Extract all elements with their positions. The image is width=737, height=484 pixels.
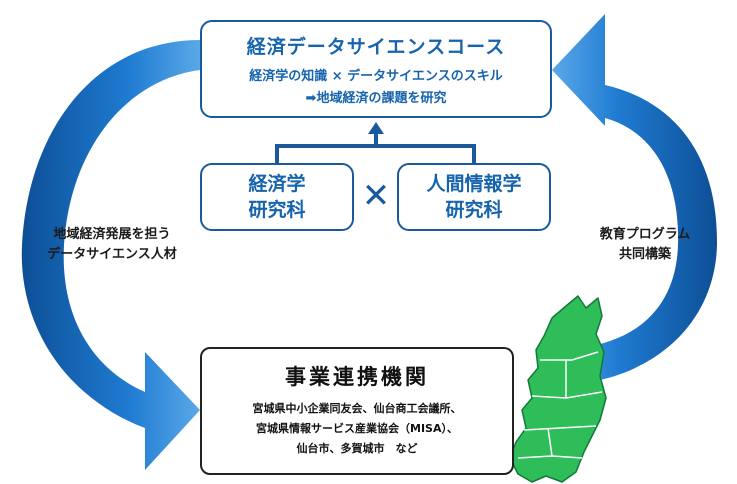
merge-connector xyxy=(275,132,476,163)
left-cycle-arrow xyxy=(21,40,201,470)
left-arrow-label-line2: データサイエンス人材 xyxy=(47,247,177,262)
right-cycle-arrow xyxy=(552,14,718,382)
economics-school-line2: 研究科 xyxy=(248,199,306,221)
up-arrowhead xyxy=(368,122,384,134)
course-title: 経済データサイエンスコース xyxy=(246,36,506,58)
partner-line-1: 宮城県中小企業同友会、仙台商工会議所、 xyxy=(252,402,462,415)
human-informatics-school-box: 人間情報学 研究科 xyxy=(397,163,551,231)
economics-school-box: 経済学 研究科 xyxy=(200,163,354,231)
partner-organizations-title: 事業連携機関 xyxy=(285,365,429,389)
course-subtitle-research: ➡地域経済の課題を研究 xyxy=(305,91,447,106)
partner-line-3: 仙台市、多賀城市 など xyxy=(296,442,418,455)
course-subtitle: 経済学の知識 × データサイエンスのスキル xyxy=(249,69,503,84)
left-arrow-label-line1: 地域経済発展を担う xyxy=(53,227,171,242)
right-arrow-label-line1: 教育プログラム xyxy=(599,227,691,242)
partner-organizations-box: 事業連携機関 宮城県中小企業同友会、仙台商工会議所、 宮城県情報サービス産業協会… xyxy=(200,347,514,475)
partner-line-2: 宮城県情報サービス産業協会（MISA）、 xyxy=(256,422,458,435)
cross-symbol: ✕ xyxy=(361,176,391,216)
human-informatics-school-line1: 人間情報学 xyxy=(426,173,522,195)
right-arrow-label-line2: 共同構築 xyxy=(618,247,671,262)
tohoku-region-map-icon xyxy=(509,295,607,483)
economics-school-line1: 経済学 xyxy=(248,173,306,195)
right-arrow-label: 教育プログラム 共同構築 xyxy=(580,225,710,265)
human-informatics-school-line2: 研究科 xyxy=(445,199,503,221)
left-arrow-label: 地域経済発展を担う データサイエンス人材 xyxy=(22,225,202,265)
course-box: 経済データサイエンスコース 経済学の知識 × データサイエンスのスキル ➡地域経… xyxy=(200,20,552,118)
